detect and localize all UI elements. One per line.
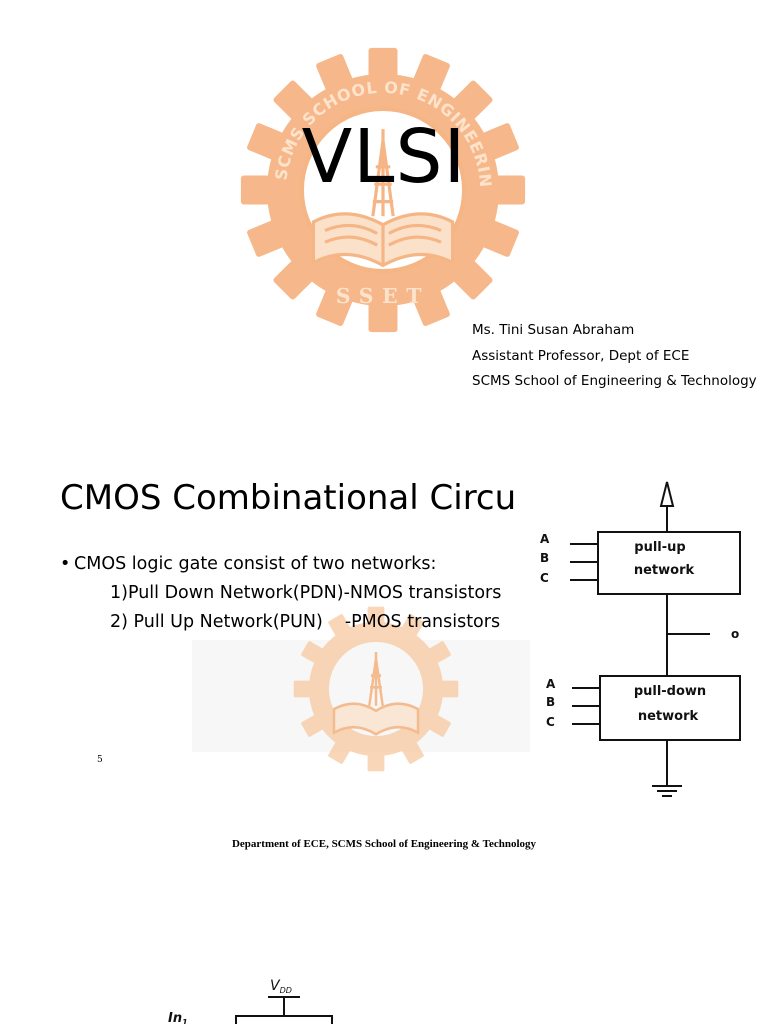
sub-item-text: 2) Pull Up Network(PUN) — [110, 612, 323, 632]
author-designation: Assistant Professor, Dept of ECE — [472, 347, 690, 364]
bullet-item: •CMOS logic gate consist of two networks… — [60, 550, 501, 579]
svg-text:pull-up: pull-up — [634, 540, 685, 555]
svg-text:SSET: SSET — [336, 284, 430, 308]
bullet-dot-icon: • — [60, 554, 71, 574]
pull-up-input-wires — [570, 543, 598, 581]
pull-down-box — [599, 675, 741, 741]
input-c-label: C — [540, 571, 549, 585]
sub-item-pdn: 1)Pull Down Network(PDN)-NMOS transistor… — [60, 579, 501, 608]
pull-up-labels: pull-up network — [634, 540, 695, 578]
svg-text:network: network — [638, 709, 699, 724]
ground-icon — [652, 785, 682, 797]
bullet-list: •CMOS logic gate consist of two networks… — [60, 550, 501, 637]
input-a-label: A — [546, 677, 556, 691]
slide-number: 5 — [97, 755, 103, 765]
pull-down-input-wires — [572, 687, 600, 725]
cmos-network-diagram: pull-up network pull-down network A B C … — [540, 481, 741, 797]
network-box — [235, 1015, 333, 1024]
cmos-circuit-partial: VDD In1 — [168, 978, 333, 1024]
input-b-label: B — [540, 551, 549, 565]
input-a-label: A — [540, 532, 550, 546]
presentation-title: VLSI — [301, 114, 467, 200]
sset-logo: SCMS SCHOOL OF ENGINEERING AND TECHNOLOG… — [238, 45, 526, 333]
sset-logo-watermark — [293, 606, 459, 772]
sub-item-pun: 2) Pull Up Network(PUN) -PMOS transistors — [60, 608, 501, 637]
author-name: Ms. Tini Susan Abraham — [472, 322, 635, 338]
sub-item-text: 1)Pull Down Network(PDN)-NMOS transistor… — [110, 583, 502, 603]
pull-down-labels: pull-down network — [634, 684, 706, 724]
input-b-label: B — [546, 695, 555, 709]
vdd-arrow-icon — [659, 481, 675, 507]
slide-footer: Department of ECE, SCMS School of Engine… — [231, 838, 537, 850]
svg-text:network: network — [634, 563, 695, 578]
bullet-text: CMOS logic gate consist of two networks: — [74, 554, 437, 574]
sub-item-extra: -PMOS transistors — [344, 612, 501, 632]
input-c-label: C — [546, 715, 555, 729]
output-label: o — [731, 627, 739, 641]
svg-text:pull-down: pull-down — [634, 684, 706, 699]
author-institution: SCMS School of Engineering & Technology — [472, 373, 757, 389]
vdd-label: VDD — [270, 978, 292, 995]
next-slide — [0, 880, 768, 1024]
slide-title: CMOS Combinational Circu — [60, 478, 517, 518]
author-block: Ms. Tini Susan Abraham Assistant Profess… — [472, 318, 757, 395]
input-label: In1 — [168, 1011, 188, 1024]
